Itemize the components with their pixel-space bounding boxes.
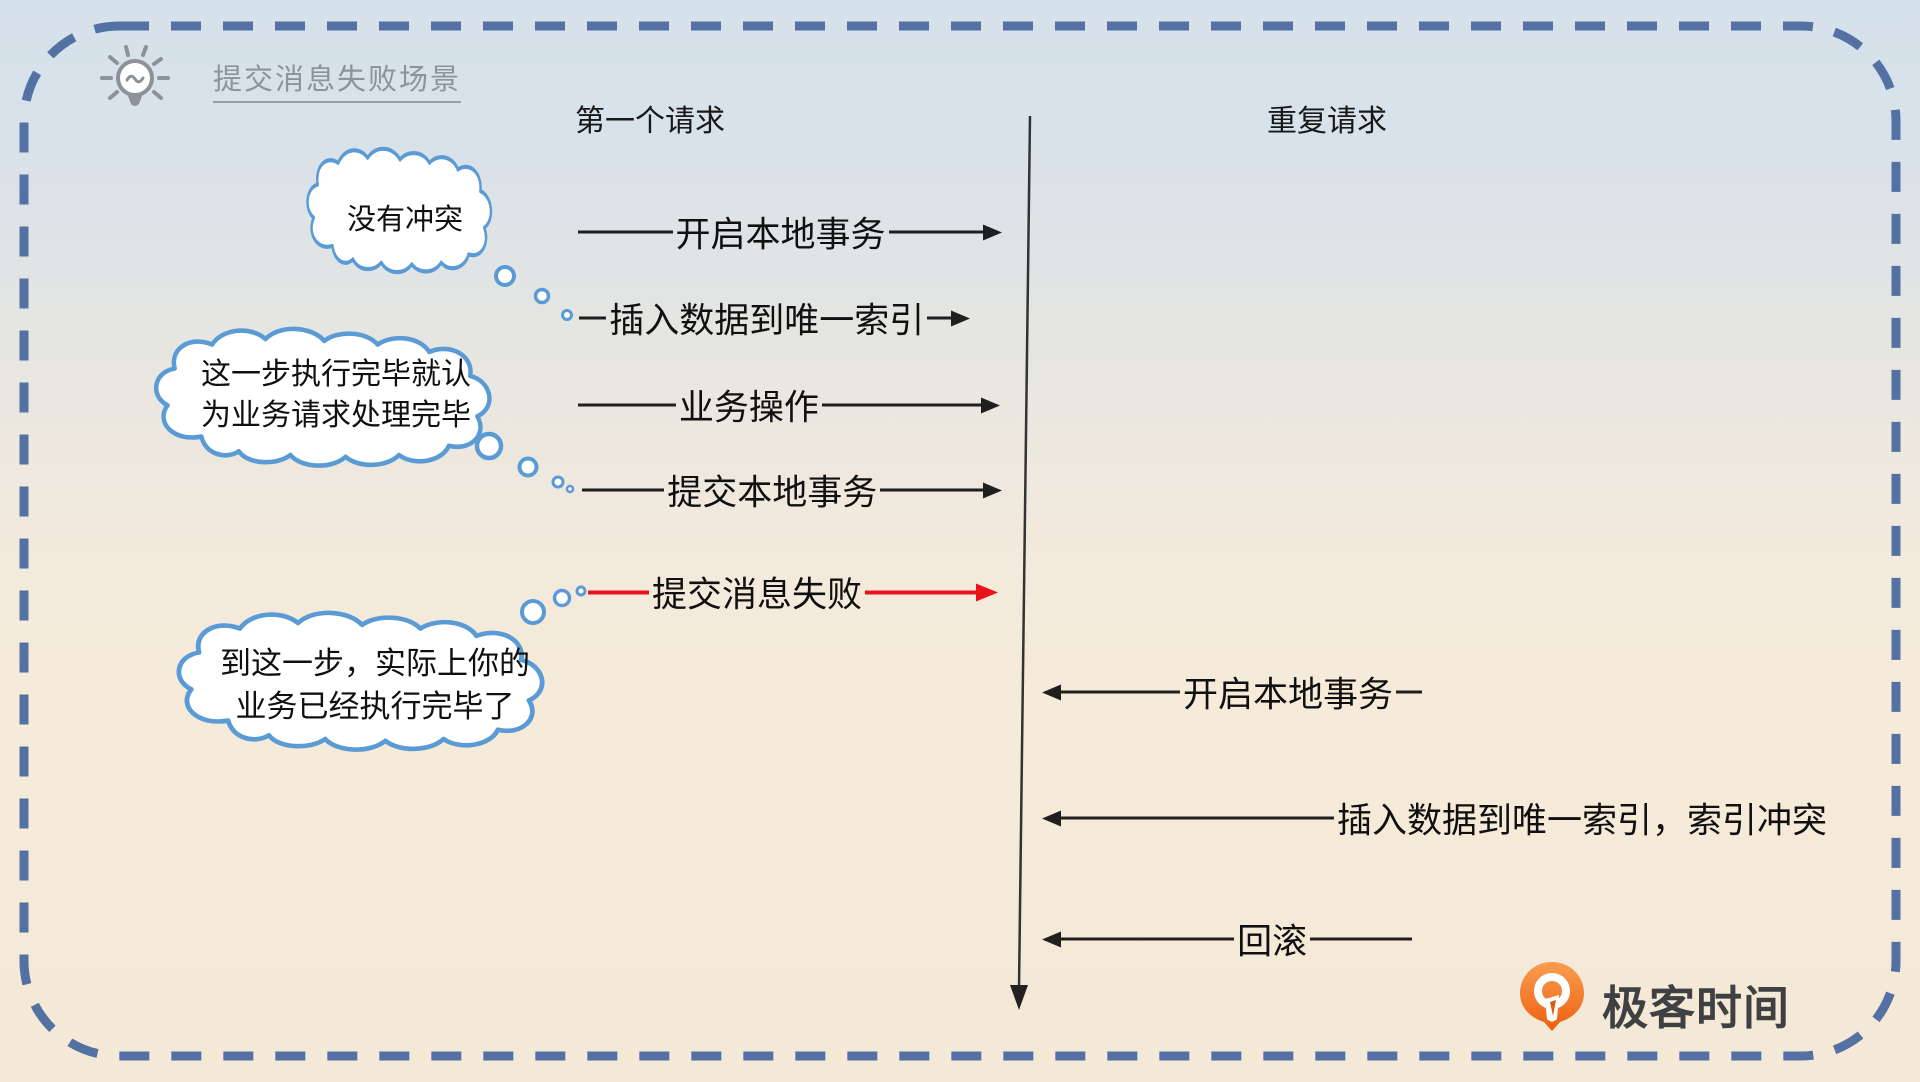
arrow-line bbox=[880, 488, 983, 492]
step-label: 提交消息失败 bbox=[652, 575, 863, 615]
cloud-text-line: 这一步执行完毕就认 bbox=[201, 358, 471, 391]
arrow-line bbox=[927, 316, 951, 320]
page-title: 提交消息失败场景 bbox=[213, 64, 462, 103]
arrow-line bbox=[588, 590, 650, 594]
column-header-first-request: 第一个请求 bbox=[575, 105, 725, 138]
geektime-logo-text: 极客时间 bbox=[1602, 982, 1790, 1034]
arrow-line bbox=[888, 230, 984, 234]
arrowhead-left-icon bbox=[1042, 810, 1061, 826]
cloud-text-line: 业务已经执行完毕了 bbox=[235, 689, 515, 724]
timeline bbox=[1010, 115, 1032, 1010]
arrow-line bbox=[582, 488, 665, 492]
step-commit-message-failed: 提交消息失败 bbox=[588, 567, 998, 618]
arrow-line bbox=[1061, 937, 1235, 941]
arrow-line bbox=[1396, 690, 1422, 694]
cloud-text-business-done: 到这一步，实际上你的 业务已经执行完毕了 bbox=[175, 642, 575, 728]
step-label: 开启本地事务 bbox=[1182, 675, 1393, 715]
cloud-text-no-conflict: 没有冲突 bbox=[346, 204, 463, 236]
step-rollback: 回滚 bbox=[1042, 914, 1412, 965]
arrow-line bbox=[865, 590, 976, 594]
cloud-text-line: 到这一步，实际上你的 bbox=[220, 646, 530, 681]
step-label: 业务操作 bbox=[678, 388, 819, 428]
thought-bubble-trails bbox=[474, 265, 587, 625]
step-open-local-transaction: 开启本地事务 bbox=[578, 207, 1003, 258]
step-label: 提交本地事务 bbox=[667, 473, 878, 513]
arrow-line bbox=[821, 403, 981, 407]
geektime-logo-icon bbox=[1520, 962, 1584, 1031]
step-insert-unique-index: 插入数据到唯一索引 bbox=[579, 293, 997, 344]
step-label: 回滚 bbox=[1237, 922, 1308, 962]
step-label: 开启本地事务 bbox=[675, 215, 886, 255]
arrow-line bbox=[578, 230, 673, 234]
arrow-line bbox=[1061, 690, 1180, 694]
dashed-border bbox=[19, 21, 1901, 1061]
step-repeat-open-local-transaction: 开启本地事务 bbox=[1042, 667, 1422, 718]
step-label: 插入数据到唯一索引，索引冲突 bbox=[1336, 801, 1827, 841]
step-repeat-insert-index-conflict: 插入数据到唯一索引，索引冲突 bbox=[1042, 793, 1830, 844]
step-business-operation: 业务操作 bbox=[578, 380, 1000, 431]
arrow-line bbox=[578, 403, 676, 407]
arrowhead-right-icon bbox=[976, 583, 998, 601]
arrow-line bbox=[1061, 816, 1334, 820]
lightbulb-icon bbox=[100, 45, 170, 106]
step-label: 插入数据到唯一索引 bbox=[609, 301, 925, 341]
arrowhead-left-icon bbox=[1042, 931, 1061, 947]
cloud-text-line: 为业务请求处理完毕 bbox=[201, 399, 471, 432]
step-commit-local-transaction: 提交本地事务 bbox=[582, 465, 1002, 516]
arrowhead-left-icon bbox=[1042, 684, 1061, 700]
cloud-text-step-done: 这一步执行完毕就认 为业务请求处理完毕 bbox=[150, 354, 522, 436]
arrow-line bbox=[579, 316, 607, 320]
arrowhead-right-icon bbox=[983, 482, 1002, 498]
arrowhead-right-icon bbox=[950, 310, 970, 326]
arrow-line bbox=[1310, 937, 1412, 941]
arrowhead-right-icon bbox=[981, 397, 1000, 413]
column-header-repeat-request: 重复请求 bbox=[1267, 105, 1387, 138]
arrowhead-right-icon bbox=[983, 224, 1003, 240]
